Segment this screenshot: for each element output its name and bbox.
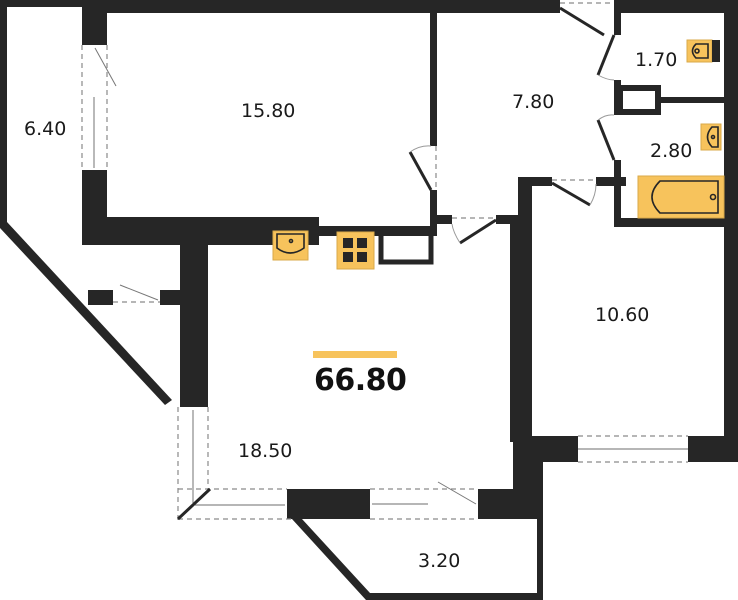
total-area: 66.80 xyxy=(314,363,407,398)
wall-kitchen-bottom-mid xyxy=(287,489,370,519)
wall-bedroom-hall xyxy=(430,12,437,146)
window-bedroom-left xyxy=(81,45,117,170)
storage-niche xyxy=(378,226,434,265)
wall-column-left xyxy=(180,230,208,407)
room-area-kitchen-living: 18.50 xyxy=(238,440,293,462)
wall-wet-left xyxy=(614,0,621,35)
wall-right xyxy=(724,0,738,462)
total-area-accent-bar xyxy=(313,351,397,358)
shaft xyxy=(617,85,661,115)
room-area-bedroom: 15.80 xyxy=(241,100,296,122)
bathtub-icon xyxy=(637,175,725,219)
wall-kitchen-right-upper xyxy=(510,220,520,442)
room-area-balcony-bottom: 3.20 xyxy=(418,550,461,572)
door-bathroom xyxy=(596,114,616,161)
window-kitchen-bottom xyxy=(370,481,478,520)
wall-wet-bottom xyxy=(614,218,738,227)
wall-hall-bottom-2 xyxy=(496,215,524,224)
wall-kitchen-top xyxy=(318,226,436,236)
window-kitchen-left xyxy=(176,407,292,521)
room-area-hall: 7.80 xyxy=(512,91,555,113)
wall-wet-divider xyxy=(656,97,726,103)
wall-bedroom2-top-r xyxy=(596,177,626,186)
wall-bedroom-hall-lower xyxy=(430,190,437,236)
window-loggia xyxy=(113,284,160,303)
toilet-icon xyxy=(686,39,720,63)
loggia-left-outline xyxy=(0,0,180,405)
room-area-toilet: 1.70 xyxy=(635,49,678,71)
room-area-bathroom: 2.80 xyxy=(650,140,693,162)
door-hall-entry xyxy=(559,2,614,37)
balcony-bottom-outline xyxy=(292,519,543,600)
door-bedroom2 xyxy=(551,179,597,207)
bathroom-sink-icon xyxy=(700,123,722,151)
wall-bedroom2-top xyxy=(518,177,552,186)
wall-bedroom2-bottom-right xyxy=(688,436,738,462)
wall-bedroom2-left xyxy=(518,177,532,462)
kitchen-sink-icon xyxy=(272,230,309,261)
wall-hall-bottom xyxy=(430,215,452,224)
room-area-bedroom-2: 10.60 xyxy=(595,304,650,326)
wall-wet-left-low xyxy=(614,160,621,225)
wall-pillar-left-top xyxy=(82,0,107,45)
door-kitchen xyxy=(451,217,497,245)
wall-kitchen-bottom-right xyxy=(478,489,543,519)
door-bedroom xyxy=(408,145,437,191)
door-toilet xyxy=(596,34,616,81)
room-area-loggia-left: 6.40 xyxy=(24,118,67,140)
wall-wet-top xyxy=(614,0,738,13)
stove-icon xyxy=(336,231,375,270)
window-bedroom2 xyxy=(578,435,688,463)
wall-top xyxy=(82,0,560,13)
